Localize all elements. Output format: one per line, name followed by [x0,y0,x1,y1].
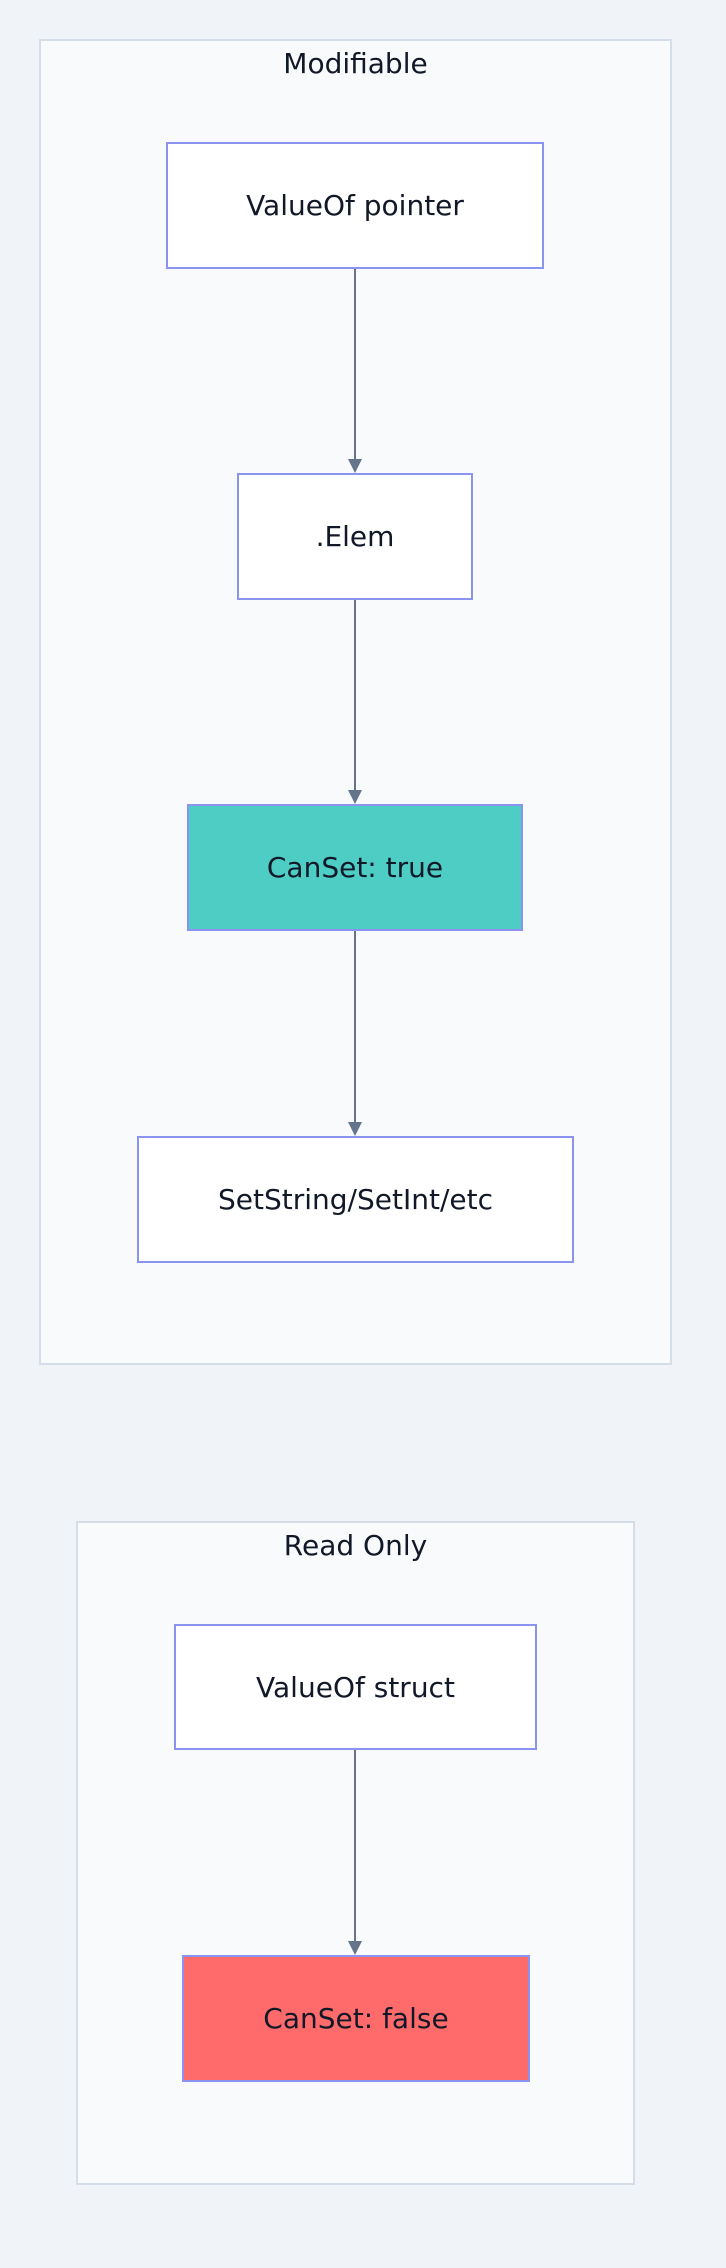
cluster-title-modifiable: Modifiable [283,47,428,80]
node-label: SetString/SetInt/etc [218,1183,493,1216]
node-elem: .Elem [237,473,473,600]
node-canset-true: CanSet: true [187,804,523,931]
node-label: ValueOf struct [256,1670,455,1704]
node-setstring-setint-etc: SetString/SetInt/etc [137,1136,574,1263]
node-valueof-pointer: ValueOf pointer [166,142,544,269]
node-label: CanSet: false [263,2002,449,2035]
node-canset-false: CanSet: false [182,1955,530,2082]
node-label: CanSet: true [266,851,444,884]
cluster-title-read-only: Read Only [283,1529,428,1562]
node-label: ValueOf pointer [246,189,464,222]
node-valueof-struct: ValueOf struct [174,1624,537,1750]
node-label: .Elem [315,520,395,553]
